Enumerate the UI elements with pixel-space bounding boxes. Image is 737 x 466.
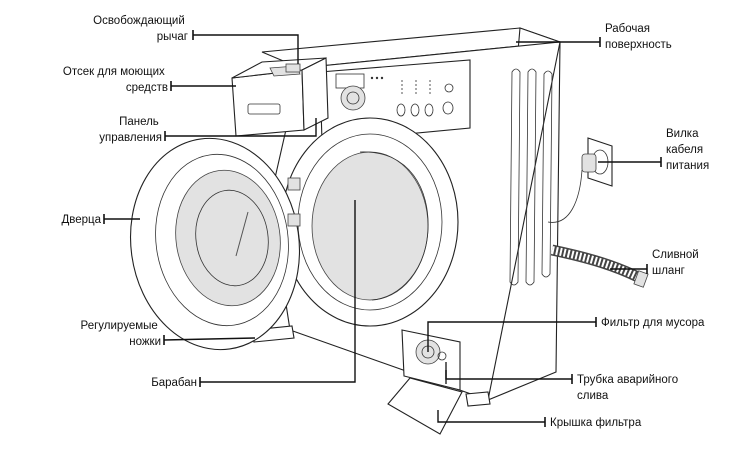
label-filter-cover: Крышка фильтра (550, 417, 642, 429)
label-power-plug: Вилка кабеля питания (666, 128, 709, 172)
control-buttons (396, 80, 454, 117)
filter-cover (387, 377, 463, 435)
label-release-lever: Освобождающий рычаг (93, 15, 188, 43)
label-adjustable-feet: Регулируемые ножки (81, 320, 161, 348)
program-knob (340, 85, 366, 111)
power-plug (581, 153, 597, 173)
door (129, 137, 301, 351)
side-groove (541, 70, 553, 278)
label-drain-hose: Сливной шланг (652, 249, 702, 277)
drum-inner (359, 151, 429, 301)
detergent-drawer (231, 57, 329, 137)
door-glass (175, 169, 281, 307)
side-groove (525, 68, 537, 286)
foot (465, 391, 491, 407)
leader-lines (103, 30, 662, 427)
label-worktop: Рабочая поверхность (605, 23, 672, 51)
label-drum: Барабан (151, 377, 197, 389)
door-hinge (287, 213, 301, 227)
label-emergency-drain-tube: Трубка аварийного слива (577, 374, 681, 402)
side-groove (509, 68, 521, 286)
release-lever (285, 63, 301, 73)
label-detergent-drawer: Отсек для моющих средств (63, 66, 168, 94)
label-debris-filter: Фильтр для мусора (601, 317, 705, 329)
door-hinge (287, 177, 301, 191)
label-control-panel: Панель управления (99, 116, 162, 144)
drain-hose (550, 244, 649, 288)
washing-machine (231, 27, 561, 435)
label-door: Дверца (61, 214, 101, 226)
